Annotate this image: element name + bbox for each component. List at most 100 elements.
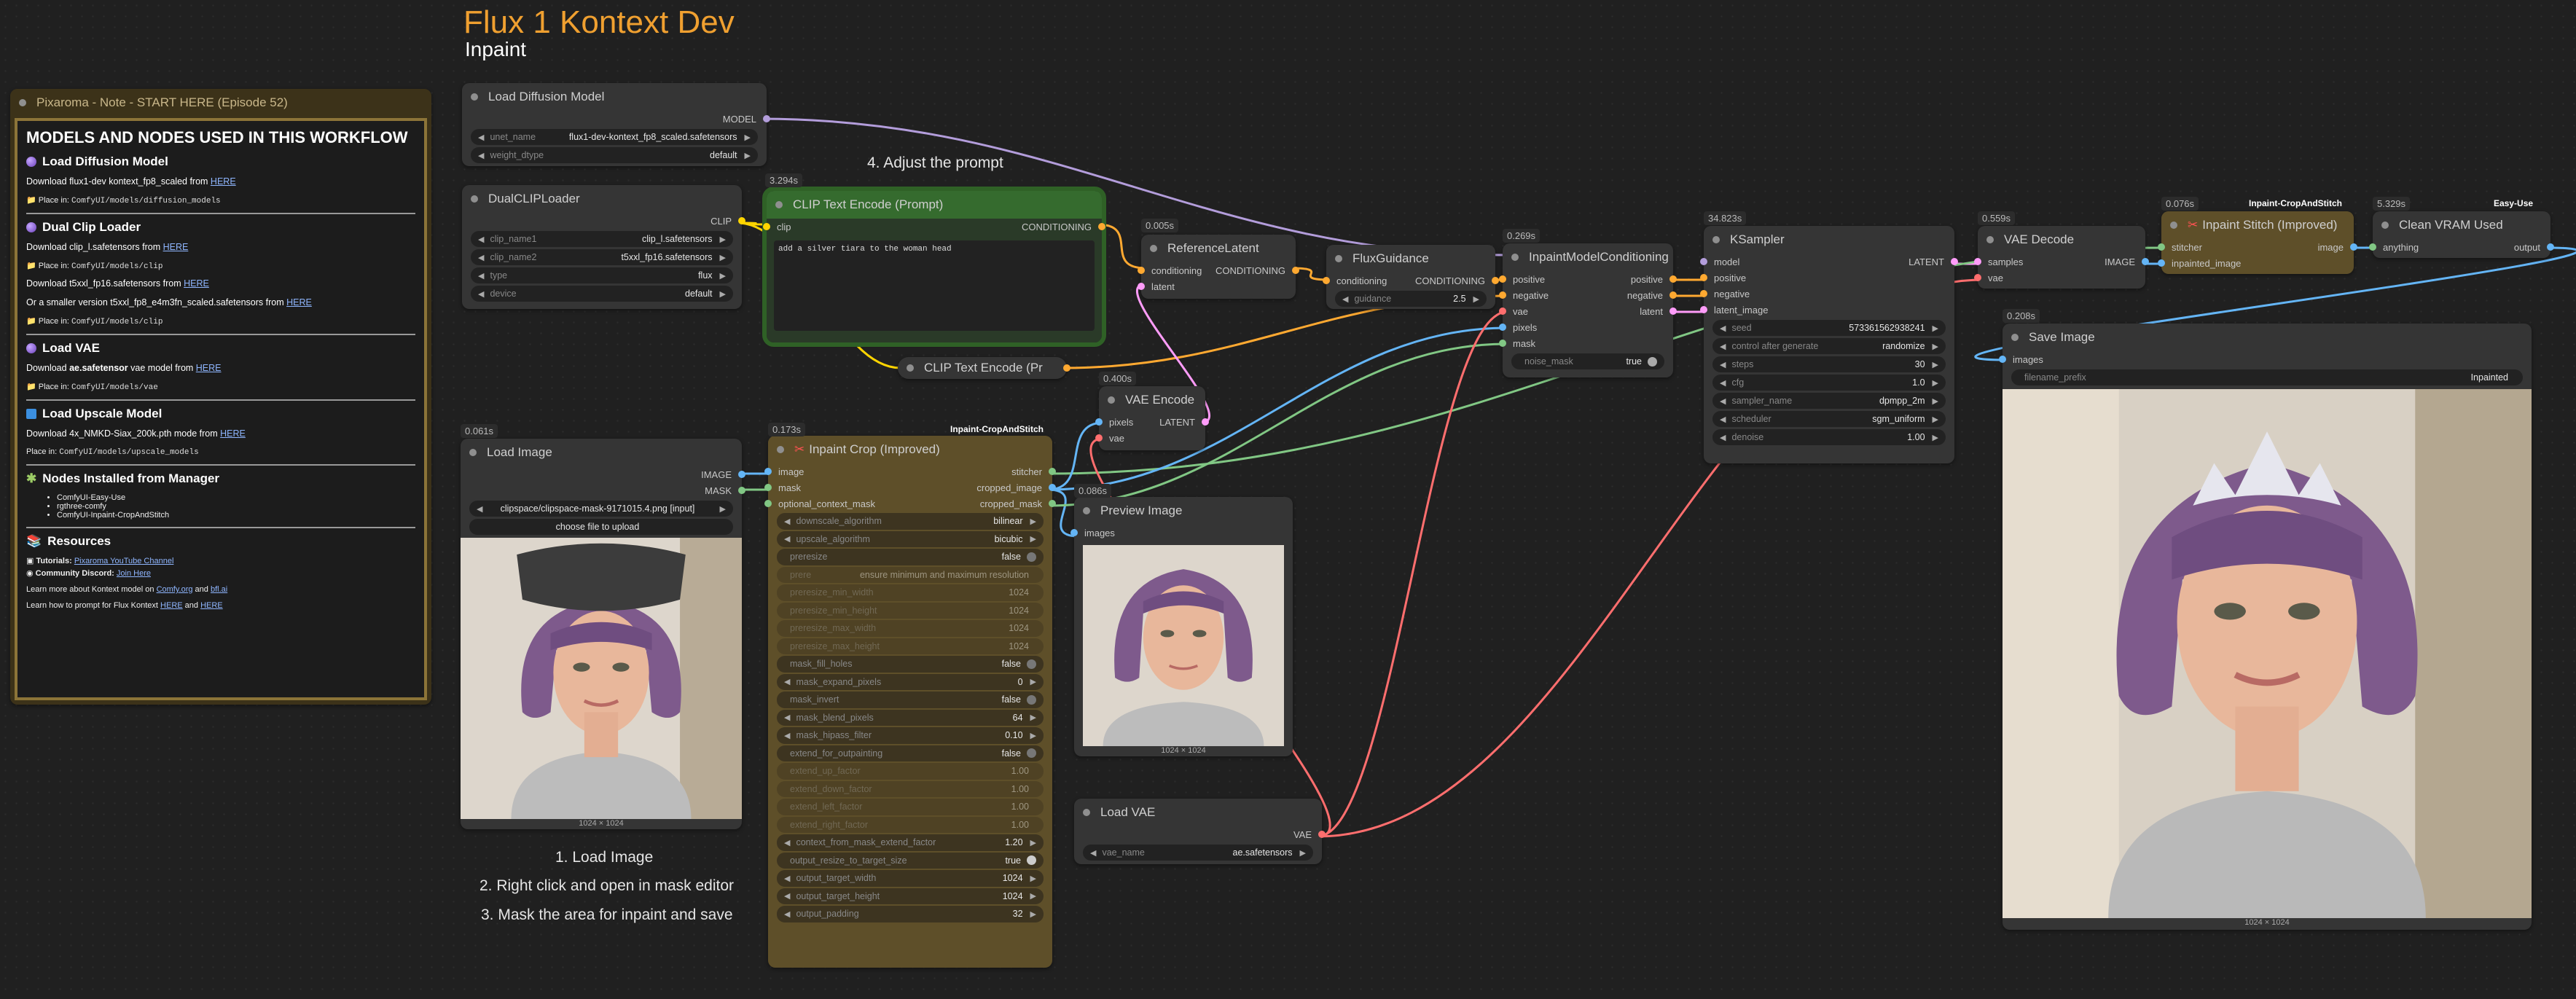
context-mask-input-pin[interactable] xyxy=(764,500,772,507)
conditioning-output-pin[interactable] xyxy=(1292,267,1299,274)
discord-link[interactable]: Join Here xyxy=(116,569,151,578)
toggle-icon[interactable] xyxy=(1027,552,1036,562)
mask-input-pin[interactable] xyxy=(764,484,772,491)
comfy-link[interactable]: Comfy.org xyxy=(156,585,193,594)
toggle-icon[interactable] xyxy=(1027,694,1036,705)
positive-input-pin[interactable] xyxy=(1700,274,1707,281)
latent-output-pin[interactable] xyxy=(1669,307,1677,315)
link-here[interactable]: HERE xyxy=(286,297,312,307)
latent-input-pin[interactable] xyxy=(1138,283,1145,290)
negative-input-pin[interactable] xyxy=(1700,290,1707,297)
clip-output-pin[interactable] xyxy=(738,217,745,224)
vae-input-pin[interactable] xyxy=(1974,274,1981,281)
vae-input-pin[interactable] xyxy=(1095,434,1103,442)
negative-input-pin[interactable] xyxy=(1499,291,1506,299)
conditioning-output-pin[interactable] xyxy=(1098,223,1105,230)
link-wire[interactable] xyxy=(1097,223,1146,270)
stitcher-output-pin[interactable] xyxy=(1049,468,1056,475)
bfl-link[interactable]: bfl.ai xyxy=(210,585,228,594)
collapse-dot[interactable] xyxy=(19,99,26,106)
note-panel[interactable]: Pixaroma - Note - START HERE (Episode 52… xyxy=(10,89,431,705)
image-output-pin[interactable] xyxy=(738,471,745,478)
model-input-pin[interactable] xyxy=(1700,258,1707,265)
mask-output-pin[interactable] xyxy=(738,487,745,494)
positive-output-pin[interactable] xyxy=(1669,275,1677,283)
anything-input-pin[interactable] xyxy=(2369,243,2376,251)
link-here[interactable]: HERE xyxy=(195,363,222,373)
clip-input-pin[interactable] xyxy=(763,223,770,230)
image-file-widget[interactable]: ◀clipspace/clipspace-mask-9171015.4.png … xyxy=(469,501,733,517)
latent-output-pin[interactable] xyxy=(1951,258,1958,265)
toggle-icon[interactable] xyxy=(1027,659,1036,669)
cropped-mask-output-pin[interactable] xyxy=(1049,500,1056,507)
toggle-icon[interactable] xyxy=(1027,855,1036,866)
latent-output-pin[interactable] xyxy=(1202,418,1209,426)
cropped-image-output-pin[interactable] xyxy=(1049,484,1056,491)
conditioning-output-pin[interactable] xyxy=(1492,277,1499,284)
image-output-pin[interactable] xyxy=(2350,243,2357,251)
images-input-pin[interactable] xyxy=(1070,529,1078,536)
youtube-link[interactable]: Pixaroma YouTube Channel xyxy=(74,557,174,565)
image-input-pin[interactable] xyxy=(764,468,772,475)
prompt-link-1[interactable]: HERE xyxy=(160,601,183,610)
link-here[interactable]: HERE xyxy=(220,428,246,439)
load-image-node[interactable]: Load Image IMAGE MASK ◀clipspace/clipspa… xyxy=(461,439,745,829)
images-input-pin[interactable] xyxy=(1999,356,2006,363)
stitcher-input-pin[interactable] xyxy=(2158,243,2165,251)
pixels-input-pin[interactable] xyxy=(1499,324,1506,331)
prompt-link-2[interactable]: HERE xyxy=(200,601,223,610)
output-pin[interactable] xyxy=(2547,243,2554,251)
link-here[interactable]: HERE xyxy=(184,278,209,289)
positive-input-pin[interactable] xyxy=(1499,275,1506,283)
latent-image-input-pin[interactable] xyxy=(1700,306,1707,313)
link-wire[interactable] xyxy=(1047,421,1104,491)
negative-output-pin[interactable] xyxy=(1669,291,1677,299)
mask-input-pin[interactable] xyxy=(1499,340,1506,347)
model-output-pin[interactable] xyxy=(763,115,770,122)
